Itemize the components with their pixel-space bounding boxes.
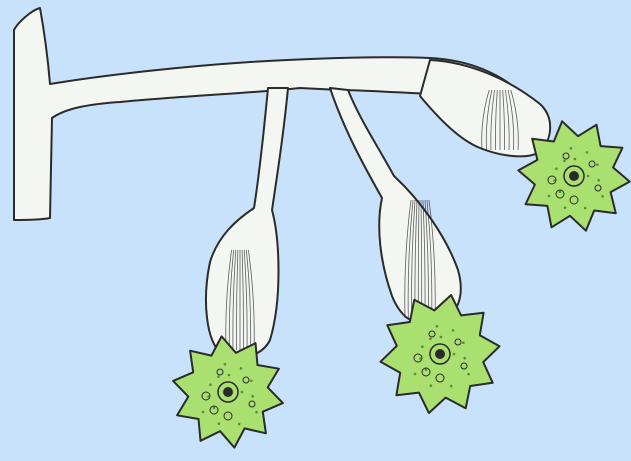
cell-dot <box>414 373 417 376</box>
cell-dot <box>555 167 558 170</box>
cell-dot <box>570 147 573 150</box>
cell-dot <box>240 367 243 370</box>
cell-dot <box>213 406 216 409</box>
cell-dot <box>563 160 566 163</box>
cell-dot <box>453 353 456 356</box>
cell-dot <box>584 207 587 210</box>
cell-dot <box>559 190 562 193</box>
cell-dot <box>597 179 600 182</box>
cell-dot <box>462 341 465 344</box>
cell-dot <box>450 385 453 388</box>
cell-dot <box>218 422 221 425</box>
cell-dot <box>217 376 220 379</box>
cell-dot <box>467 373 470 376</box>
nucleus <box>435 349 445 359</box>
nucleus <box>569 171 579 181</box>
cell-dot <box>425 368 428 371</box>
cell-dot <box>228 374 231 377</box>
cell-dot <box>548 195 551 198</box>
cell-dot <box>207 395 210 398</box>
cell-dot <box>430 384 433 387</box>
cell-dot <box>421 345 424 348</box>
cell-dot <box>419 357 422 360</box>
cell-dot <box>463 357 466 360</box>
cell-dot <box>238 423 241 426</box>
cell-dot <box>452 329 455 332</box>
cell-dot <box>553 179 556 182</box>
cell-dot <box>586 151 589 154</box>
cell-dot <box>564 206 567 209</box>
nucleus <box>223 387 233 397</box>
cell-dot <box>251 395 254 398</box>
cell-dot <box>250 379 253 382</box>
cell-dot <box>429 338 432 341</box>
cell-dot <box>601 195 604 198</box>
cell-dot <box>202 411 205 414</box>
cell-dot <box>440 336 443 339</box>
cell-dot <box>436 325 439 328</box>
cell-dot <box>241 391 244 394</box>
cell-dot <box>255 411 258 414</box>
cell-dot <box>596 163 599 166</box>
cell-dot <box>209 383 212 386</box>
cell-dot <box>587 175 590 178</box>
cell-dot <box>574 158 577 161</box>
cell-dot <box>224 363 227 366</box>
